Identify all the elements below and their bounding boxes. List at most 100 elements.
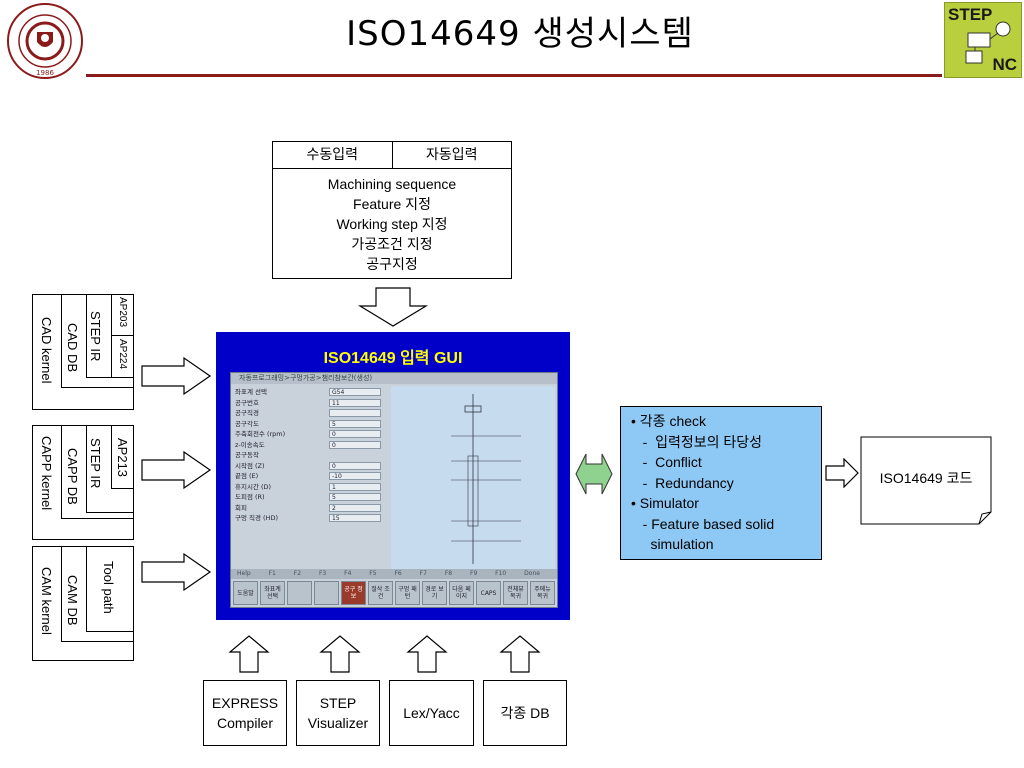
form-field[interactable]: G54: [329, 388, 381, 396]
validation-simulator-box: • 각종 check - 입력정보의 타당성 - Conflict - Redu…: [620, 406, 822, 560]
toolpath-drawing: [391, 386, 555, 572]
full-view-button[interactable]: 전체뷰 복귀: [503, 581, 528, 605]
university-logo: 1986: [6, 2, 84, 80]
feature-line: • 각종 check: [631, 413, 707, 429]
bidirectional-arrow-icon: [575, 453, 613, 495]
form-field[interactable]: 0: [329, 430, 381, 438]
capp-step-ir-box: STEP IR AP213: [86, 425, 134, 513]
step-visualizer-box: STEP Visualizer: [296, 680, 380, 746]
input-items: Machining sequence Feature 지정 Working st…: [273, 169, 511, 274]
capp-step-ir-label: STEP IR: [88, 438, 103, 489]
cad-kernel-label: CAD kernel: [39, 317, 54, 384]
right-arrow-icon: [141, 356, 212, 396]
form-field[interactable]: -10: [329, 472, 381, 480]
tool-path-box: Tool path: [86, 546, 134, 632]
form-field[interactable]: 0: [329, 440, 381, 449]
down-arrow-icon: [357, 287, 429, 327]
tool-path-label: Tool path: [101, 561, 116, 614]
form-row: 휴지시간 (D)1: [235, 482, 385, 493]
ap224-label: AP224: [117, 339, 128, 370]
capp-kernel-box: CAPP kernel CAPP DB STEP IR AP213: [32, 425, 134, 540]
form-row: 끝점 (E)-10: [235, 471, 385, 482]
tool-info-button[interactable]: 공구 정보: [341, 581, 366, 605]
cad-step-ir-box: STEP IR AP203 AP224: [86, 294, 134, 378]
capp-db-box: CAPP DB STEP IR AP213: [61, 425, 134, 519]
next-page-button[interactable]: 다음 페이지: [449, 581, 474, 605]
capp-kernel-label: CAPP kernel: [39, 436, 54, 511]
gui-window-title: 자동프로그래밍>구멍가공>챔리참보간(생성): [231, 373, 557, 384]
cad-kernel-box: CAD kernel CAD DB STEP IR AP203 AP224: [32, 294, 134, 410]
form-field[interactable]: 0: [329, 461, 381, 470]
stepnc-logo-top: STEP: [948, 5, 993, 24]
feature-line: - Conflict: [631, 454, 702, 470]
stepnc-logo-bottom: NC: [992, 55, 1017, 74]
blank-button[interactable]: [314, 581, 339, 605]
form-field[interactable]: 1: [329, 482, 381, 491]
feature-line: - Redundancy: [631, 474, 734, 491]
function-key-bar: Help F1 F2 F3 F4 F5 F6 F7 F8 F9 F10 Done: [231, 569, 557, 579]
right-arrow-icon: [141, 552, 212, 592]
right-arrow-icon: [825, 458, 859, 488]
input-item: 가공조건 지정: [351, 236, 433, 252]
form-row: 도피점 (R)5: [235, 492, 385, 503]
input-item: Working step 지정: [336, 216, 448, 232]
right-arrow-icon: [141, 450, 212, 490]
tool-label: STEP: [319, 695, 357, 711]
blank-button[interactable]: [287, 581, 312, 605]
cam-kernel-label: CAM kernel: [39, 567, 54, 635]
ap213-label: AP213: [115, 438, 130, 478]
ap213-box: AP213: [111, 425, 134, 489]
tab-manual-input[interactable]: 수동입력: [306, 147, 359, 163]
form-field[interactable]: 11: [329, 398, 381, 407]
input-item: 공구지정: [366, 256, 418, 272]
tool-label: Compiler: [216, 715, 273, 731]
up-arrow-icon: [499, 635, 541, 673]
view-path-button[interactable]: 경로 보기: [422, 581, 447, 605]
tab-auto-input[interactable]: 자동입력: [391, 142, 512, 168]
main-menu-button[interactable]: 주메뉴 복귀: [530, 581, 555, 605]
gui-button-bar: 도움말 좌표계 선택 공구 정보 절삭 조건 구멍 패턴 경로 보기 다음 페이…: [233, 581, 555, 605]
form-field[interactable]: 5: [329, 493, 381, 501]
feature-line: • Simulator: [631, 495, 699, 511]
tool-label: Visualizer: [307, 715, 369, 731]
express-compiler-box: EXPRESS Compiler: [203, 680, 287, 746]
form-field[interactable]: 15: [329, 514, 381, 522]
input-tabs: 수동입력 자동입력: [273, 142, 511, 169]
stepnc-diagram-icon: [965, 21, 1011, 64]
output-document-icon: [860, 436, 992, 525]
help-button[interactable]: 도움말: [233, 581, 258, 605]
input-item: Machining sequence: [327, 176, 457, 192]
ap203-label: AP203: [117, 297, 128, 328]
caps-button[interactable]: CAPS: [476, 581, 501, 605]
iso14649-gui-panel: ISO14649 입력 GUI 자동프로그래밍>구멍가공>챔리참보간(생성) 좌…: [216, 332, 570, 620]
form-field[interactable]: [329, 409, 381, 417]
coordinate-select-button[interactable]: 좌표계 선택: [260, 581, 285, 605]
capp-db-label: CAPP DB: [65, 448, 80, 505]
ap224-box: AP224: [111, 335, 134, 378]
tool-label: EXPRESS: [211, 695, 279, 711]
input-method-box: 수동입력 자동입력 Machining sequence Feature 지정 …: [272, 141, 512, 279]
cad-step-ir-label: STEP IR: [88, 311, 103, 362]
cam-db-box: CAM DB Tool path: [61, 546, 134, 642]
form-field[interactable]: 2: [329, 503, 381, 512]
feature-line: simulation: [631, 536, 714, 552]
lex-yacc-box: Lex/Yacc: [389, 680, 474, 746]
form-row: 주축회전수 (rpm)0: [235, 429, 385, 440]
form-field[interactable]: 5: [329, 419, 381, 428]
up-arrow-icon: [228, 635, 270, 673]
title-divider: [86, 74, 942, 77]
form-row: 시작점 (Z)0: [235, 461, 385, 472]
up-arrow-icon: [319, 635, 361, 673]
stepnc-logo: STEP NC: [944, 2, 1022, 78]
cutting-condition-button[interactable]: 절삭 조건: [368, 581, 393, 605]
hole-pattern-button[interactable]: 구멍 패턴: [395, 581, 420, 605]
feature-line: - Feature based solid: [631, 515, 775, 532]
tool-label: Lex/Yacc: [403, 705, 460, 721]
feature-line: - 입력정보의 타당성: [631, 433, 763, 450]
